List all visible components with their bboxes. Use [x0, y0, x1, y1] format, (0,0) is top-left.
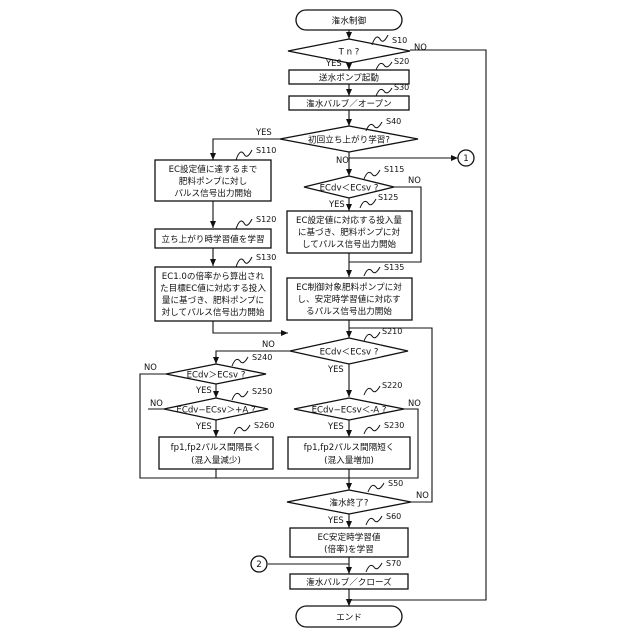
start-terminal: 潅水制御: [296, 10, 402, 30]
s125-line-1: EC設定値に対応する投入量: [296, 214, 402, 226]
s115-step-label: S115: [384, 165, 404, 174]
off-page-connector-2: 2: [251, 556, 267, 572]
s120-step-label: S120: [256, 215, 276, 224]
s135-line-2: し、安定時学習値に対応す: [297, 293, 400, 305]
start-label: 潅水制御: [332, 15, 367, 27]
s10-no-label: NO: [414, 42, 427, 52]
s110-line-1: EC設定値に達するまで: [169, 163, 258, 175]
s30-step-label: S30: [394, 83, 409, 92]
s115-text: ECdv＜ECsv ?: [320, 184, 379, 194]
s135-step-label: S135: [384, 263, 404, 272]
s240-no-label: NO: [144, 362, 157, 372]
s120-text: 立ち上がり時学習値を学習: [161, 233, 264, 245]
s115-no-label: NO: [408, 175, 421, 185]
connector-2-label: 2: [256, 560, 261, 570]
s130-line-4: 対してパルス信号出力開始: [162, 306, 265, 318]
s230-step-label: S230: [384, 421, 404, 430]
s250-yes-label: YES: [195, 421, 212, 431]
s250-no-label: NO: [150, 398, 163, 408]
s110-step-label: S110: [256, 146, 276, 155]
s20-text: 送水ポンプ起動: [319, 72, 379, 84]
s110-line-2: 肥料ポンプに対し: [179, 175, 248, 187]
process-s110: EC設定値に達するまで 肥料ポンプに対し パルス信号出力開始 S110: [155, 146, 276, 201]
s40-no-label: NO: [336, 155, 349, 165]
s250-step-label: S250: [252, 387, 272, 396]
s70-text: 潅水バルブ／クローズ: [306, 576, 392, 588]
s10-yes-label: YES: [325, 58, 342, 68]
process-s120: 立ち上がり時学習値を学習 S120: [155, 215, 276, 248]
s125-line-3: してパルス信号出力開始: [302, 238, 397, 250]
s210-text: ECdv＜ECsv ?: [320, 348, 379, 358]
s60-line-2: (倍率)を学習: [324, 543, 374, 555]
s115-yes-label: YES: [328, 199, 345, 209]
s210-no-label: NO: [262, 339, 275, 349]
s50-text: 潅水終了?: [330, 497, 369, 509]
s70-step-label: S70: [386, 559, 401, 568]
s10-step-label: S10: [392, 36, 407, 45]
s250-text: ECdv−ECsv＞+A ?: [176, 406, 255, 416]
s10-text: T n ?: [338, 48, 360, 58]
s220-step-label: S220: [382, 381, 402, 390]
off-page-connector-1: 1: [458, 150, 474, 166]
s130-line-2: た目標EC値に対応する投入: [160, 282, 266, 294]
s220-no-label: NO: [408, 398, 421, 408]
process-s260: fp1,fp2パルス間隔長く (混入量減少) S260: [159, 421, 274, 469]
s60-line-1: EC安定時学習値: [318, 531, 381, 543]
s230-line-1: fp1,fp2パルス間隔短く: [304, 441, 395, 453]
decision-s50: 潅水終了? S50 NO YES: [287, 479, 429, 525]
s135-line-3: るパルス信号出力開始: [306, 305, 392, 317]
s220-text: ECdv−ECsv＜-A ?: [312, 406, 387, 416]
s210-yes-label: YES: [327, 364, 344, 374]
s50-no-label: NO: [416, 490, 429, 500]
s220-yes-label: YES: [327, 421, 344, 431]
s260-step-label: S260: [254, 421, 274, 430]
s240-yes-label: YES: [195, 385, 212, 395]
s40-yes-label: YES: [255, 127, 272, 137]
s125-line-2: に基づき、肥料ポンプに対: [298, 226, 401, 238]
process-s130: EC1.0の倍率から算出され た目標EC値に対応する投入 量に基づき、肥料ポンプ…: [155, 253, 276, 321]
s230-line-2: (混入量増加): [324, 454, 374, 466]
s40-text: 初回立ち上がり学習?: [308, 134, 390, 146]
s110-line-3: パルス信号出力開始: [174, 187, 252, 199]
s260-line-2: (混入量減少): [191, 454, 241, 466]
s135-line-1: EC制御対象肥料ポンプに対: [296, 281, 402, 293]
connector-1-label: 1: [463, 154, 468, 164]
s30-text: 潅水バルブ／オープン: [306, 98, 391, 110]
s240-step-label: S240: [252, 353, 272, 362]
s125-step-label: S125: [378, 193, 398, 202]
s210-step-label: S210: [382, 327, 402, 336]
s260-line-1: fp1,fp2パルス間隔長く: [171, 442, 262, 453]
s60-step-label: S60: [386, 512, 401, 521]
s50-yes-label: YES: [327, 515, 344, 525]
s20-step-label: S20: [394, 57, 409, 66]
s240-text: ECdv＞ECsv ?: [187, 371, 246, 381]
s40-step-label: S40: [386, 117, 401, 126]
s130-step-label: S130: [256, 253, 276, 262]
end-terminal: エンド: [296, 606, 402, 627]
s50-step-label: S50: [388, 479, 403, 488]
s130-line-3: 量に基づき、肥料ポンプに: [162, 294, 264, 306]
end-label: エンド: [336, 613, 362, 623]
s130-line-1: EC1.0の倍率から算出され: [162, 270, 265, 282]
